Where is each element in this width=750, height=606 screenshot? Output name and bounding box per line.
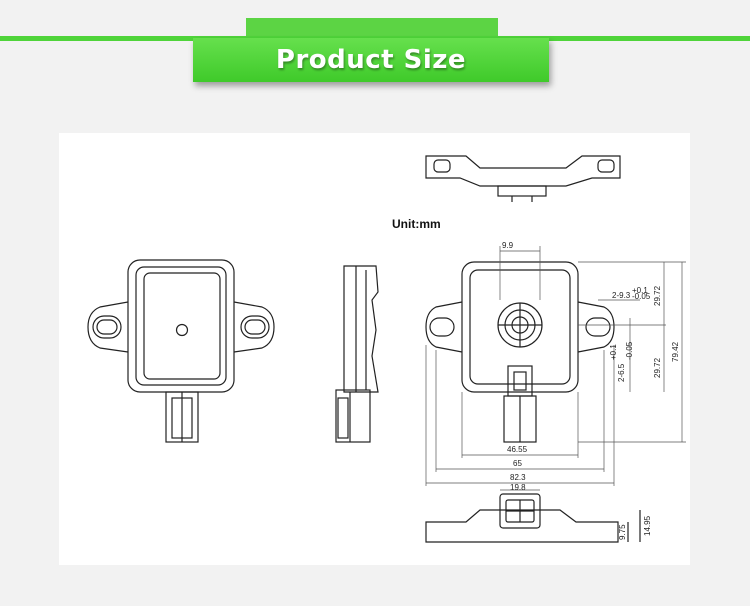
dim-side-offset-lower: -0.05	[625, 341, 634, 360]
side-view	[335, 265, 379, 443]
dimension-lines	[425, 246, 686, 491]
dim-hole-offset: 2-9.3	[612, 291, 631, 300]
page-title: Product Size	[275, 45, 467, 75]
dim-total-height: 79.42	[671, 341, 680, 362]
dimension-labels: 9.9 2-9.3 +0.1 -0.05 29.72 29.72 79.42 2…	[502, 241, 680, 540]
dim-hole-offset-upper: +0.1	[632, 286, 648, 295]
dim-bottom-height: 14.95	[643, 515, 652, 536]
dim-hole-span: 65	[513, 459, 522, 468]
title-banner: Product Size	[193, 38, 549, 82]
dim-connector-width: 9.9	[502, 241, 514, 250]
dim-side-offset: 2-6.5	[617, 363, 626, 382]
dim-base-height: 9.75	[618, 524, 627, 540]
unit-label: Unit:mm	[392, 217, 441, 231]
top-view	[425, 155, 621, 202]
dim-body-width: 46.55	[507, 445, 528, 454]
front-view	[87, 259, 275, 443]
dim-connector-block: 19.8	[510, 483, 526, 492]
bottom-view	[425, 493, 641, 543]
dim-hole-offset-lower: -0.05	[632, 292, 651, 301]
drawing-panel	[59, 133, 690, 565]
header-accent-strip	[246, 18, 498, 40]
dim-side-offset-upper: +0.1	[609, 344, 618, 360]
dim-upper-half: 29.72	[653, 285, 662, 306]
dimensioned-front-view	[425, 261, 615, 443]
dim-overall-width: 82.3	[510, 473, 526, 482]
dim-lower-half: 29.72	[653, 357, 662, 378]
